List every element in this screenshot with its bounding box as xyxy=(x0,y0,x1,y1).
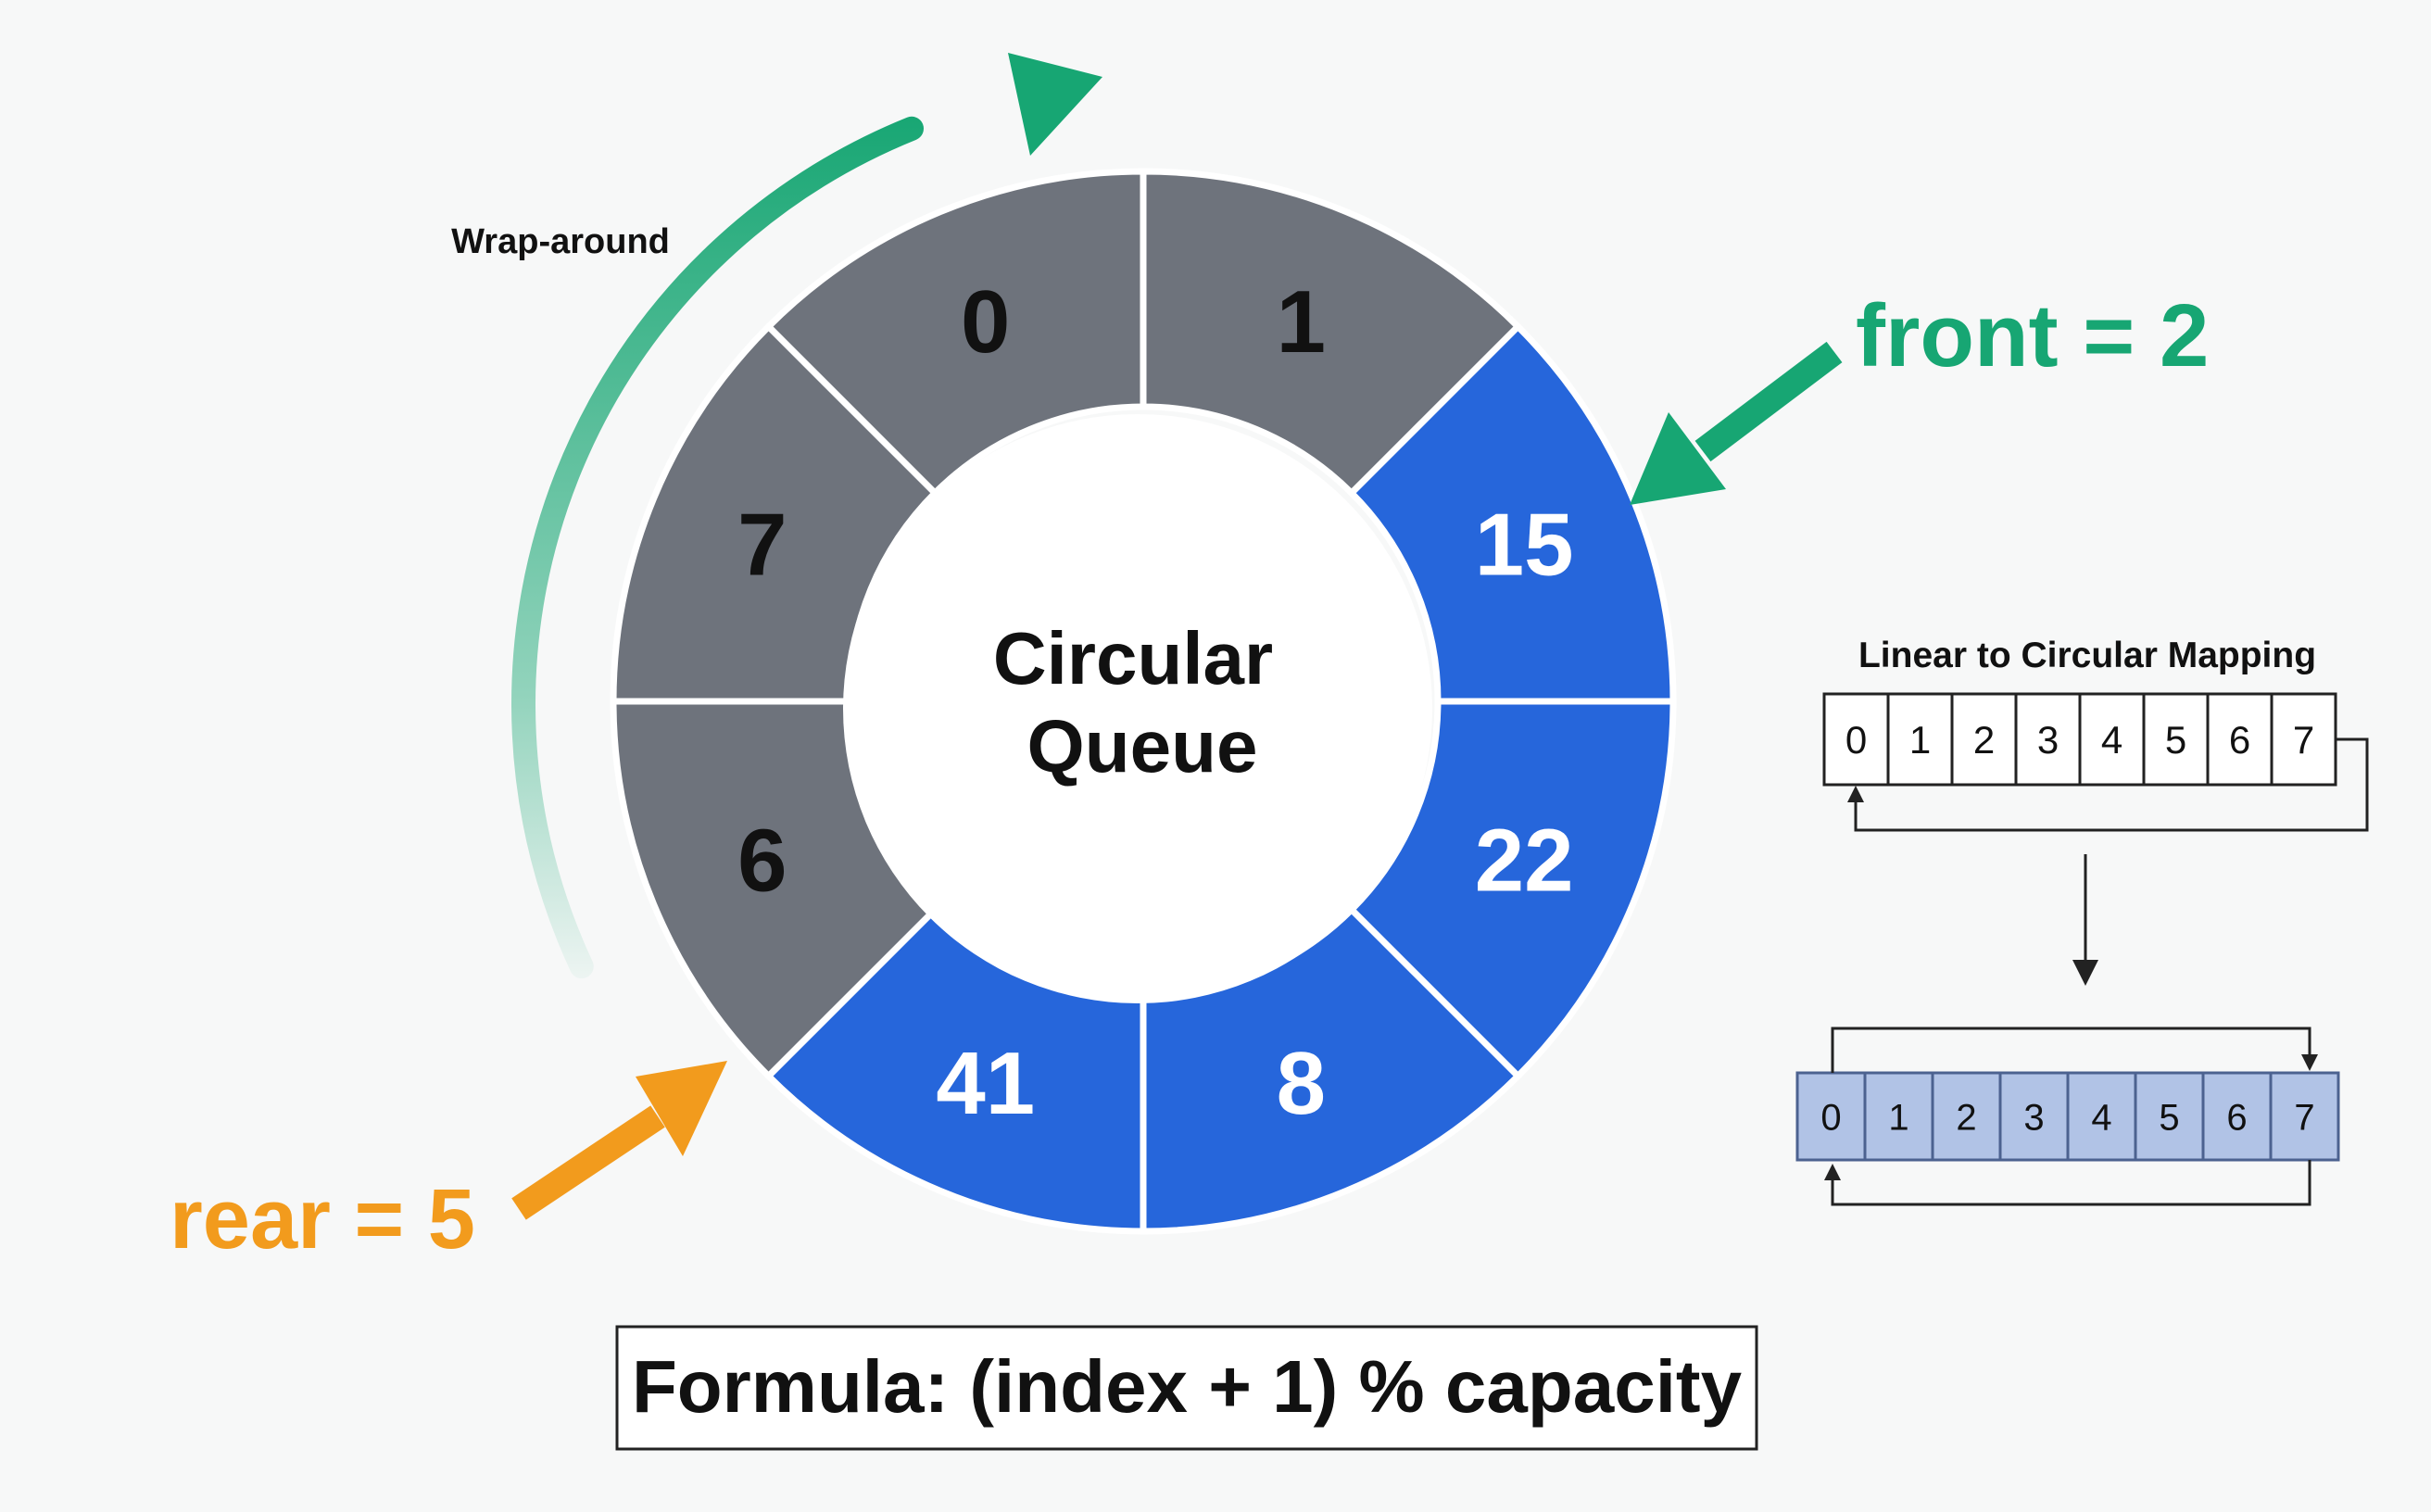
linear-wrap-arrow-icon xyxy=(1847,786,1864,802)
wrap-around-arrowhead-icon xyxy=(1008,53,1102,156)
ring-segment-label-5: 41 xyxy=(936,1034,1035,1133)
center-label-circular: Circular xyxy=(993,617,1273,699)
ring-segment-0 xyxy=(763,168,1147,498)
ring-segment-label-4: 8 xyxy=(1277,1034,1326,1133)
circular-bottom-arrow-icon xyxy=(1824,1164,1841,1180)
wrap-around-label: Wrap-around xyxy=(451,222,670,261)
ring-segment-label-3: 22 xyxy=(1475,811,1574,910)
linear-cell-label-5: 5 xyxy=(2165,718,2186,762)
linear-cell-label-4: 4 xyxy=(2101,718,2122,762)
linear-wrap-connector xyxy=(1854,737,2369,832)
linear-cell-1 xyxy=(1886,692,1954,787)
ring-segment-1 xyxy=(1140,168,1523,498)
ring-segment-3 xyxy=(1346,698,1677,1081)
circular-top-connector xyxy=(1831,1027,2311,1073)
center-label-queue: Queue xyxy=(1027,705,1258,788)
linear-cell-7 xyxy=(2270,692,2337,787)
circular-cell-label-6: 6 xyxy=(2226,1097,2247,1138)
ring-segment-label-2: 15 xyxy=(1475,496,1574,595)
linear-cell-label-3: 3 xyxy=(2037,718,2059,762)
front-arrowhead-icon xyxy=(1630,412,1726,505)
rear-pointer-label: rear = 5 xyxy=(170,1172,475,1266)
linear-cell-label-7: 7 xyxy=(2293,718,2314,762)
queue-ring: 0 1 15 22 8 41 6 7 xyxy=(610,168,1677,1235)
ring-center xyxy=(843,414,1432,1003)
mapping-title: Linear to Circular Mapping xyxy=(1858,636,2316,675)
circular-cell-label-0: 0 xyxy=(1820,1097,1841,1138)
linear-cell-label-1: 1 xyxy=(1909,718,1931,762)
circular-cell-label-5: 5 xyxy=(2159,1097,2179,1138)
ring-segment-2 xyxy=(1346,321,1677,705)
rear-arrow-shaft xyxy=(511,1105,665,1220)
ring-segment-label-7: 7 xyxy=(737,496,787,595)
circular-bottom-connector xyxy=(1831,1160,2311,1206)
mapping-down-arrow-icon xyxy=(2072,960,2098,986)
linear-cell-2 xyxy=(1950,692,2018,787)
linear-cell-label-2: 2 xyxy=(1973,718,1995,762)
ring-segment-label-0: 0 xyxy=(961,272,1010,372)
circular-cell-4 xyxy=(2066,1071,2137,1162)
circular-cell-label-4: 4 xyxy=(2091,1097,2111,1138)
circular-cell-5 xyxy=(2134,1071,2205,1162)
wrap-around-arrow xyxy=(511,116,925,979)
ring-segment-label-6: 6 xyxy=(737,811,787,910)
circular-cell-7 xyxy=(2269,1071,2340,1162)
circular-cell-label-3: 3 xyxy=(2023,1097,2044,1138)
formula-text: Formula: (index + 1) % capacity xyxy=(632,1345,1743,1428)
formula-box xyxy=(615,1325,1758,1451)
ring-segment-label-1: 1 xyxy=(1277,272,1326,372)
linear-cell-0 xyxy=(1822,692,1890,787)
linear-cell-label-6: 6 xyxy=(2229,718,2250,762)
front-pointer-label: front = 2 xyxy=(1856,286,2209,385)
circular-cell-label-1: 1 xyxy=(1888,1097,1908,1138)
linear-cell-label-0: 0 xyxy=(1845,718,1867,762)
front-arrow-shaft xyxy=(1694,341,1843,462)
circular-cell-label-7: 7 xyxy=(2294,1097,2314,1138)
rear-arrowhead-icon xyxy=(636,1061,727,1156)
circular-array: 0 1 2 3 4 5 6 7 xyxy=(1795,1071,2340,1162)
circular-cell-label-2: 2 xyxy=(1956,1097,1976,1138)
circular-top-arrow-icon xyxy=(2301,1054,2318,1071)
